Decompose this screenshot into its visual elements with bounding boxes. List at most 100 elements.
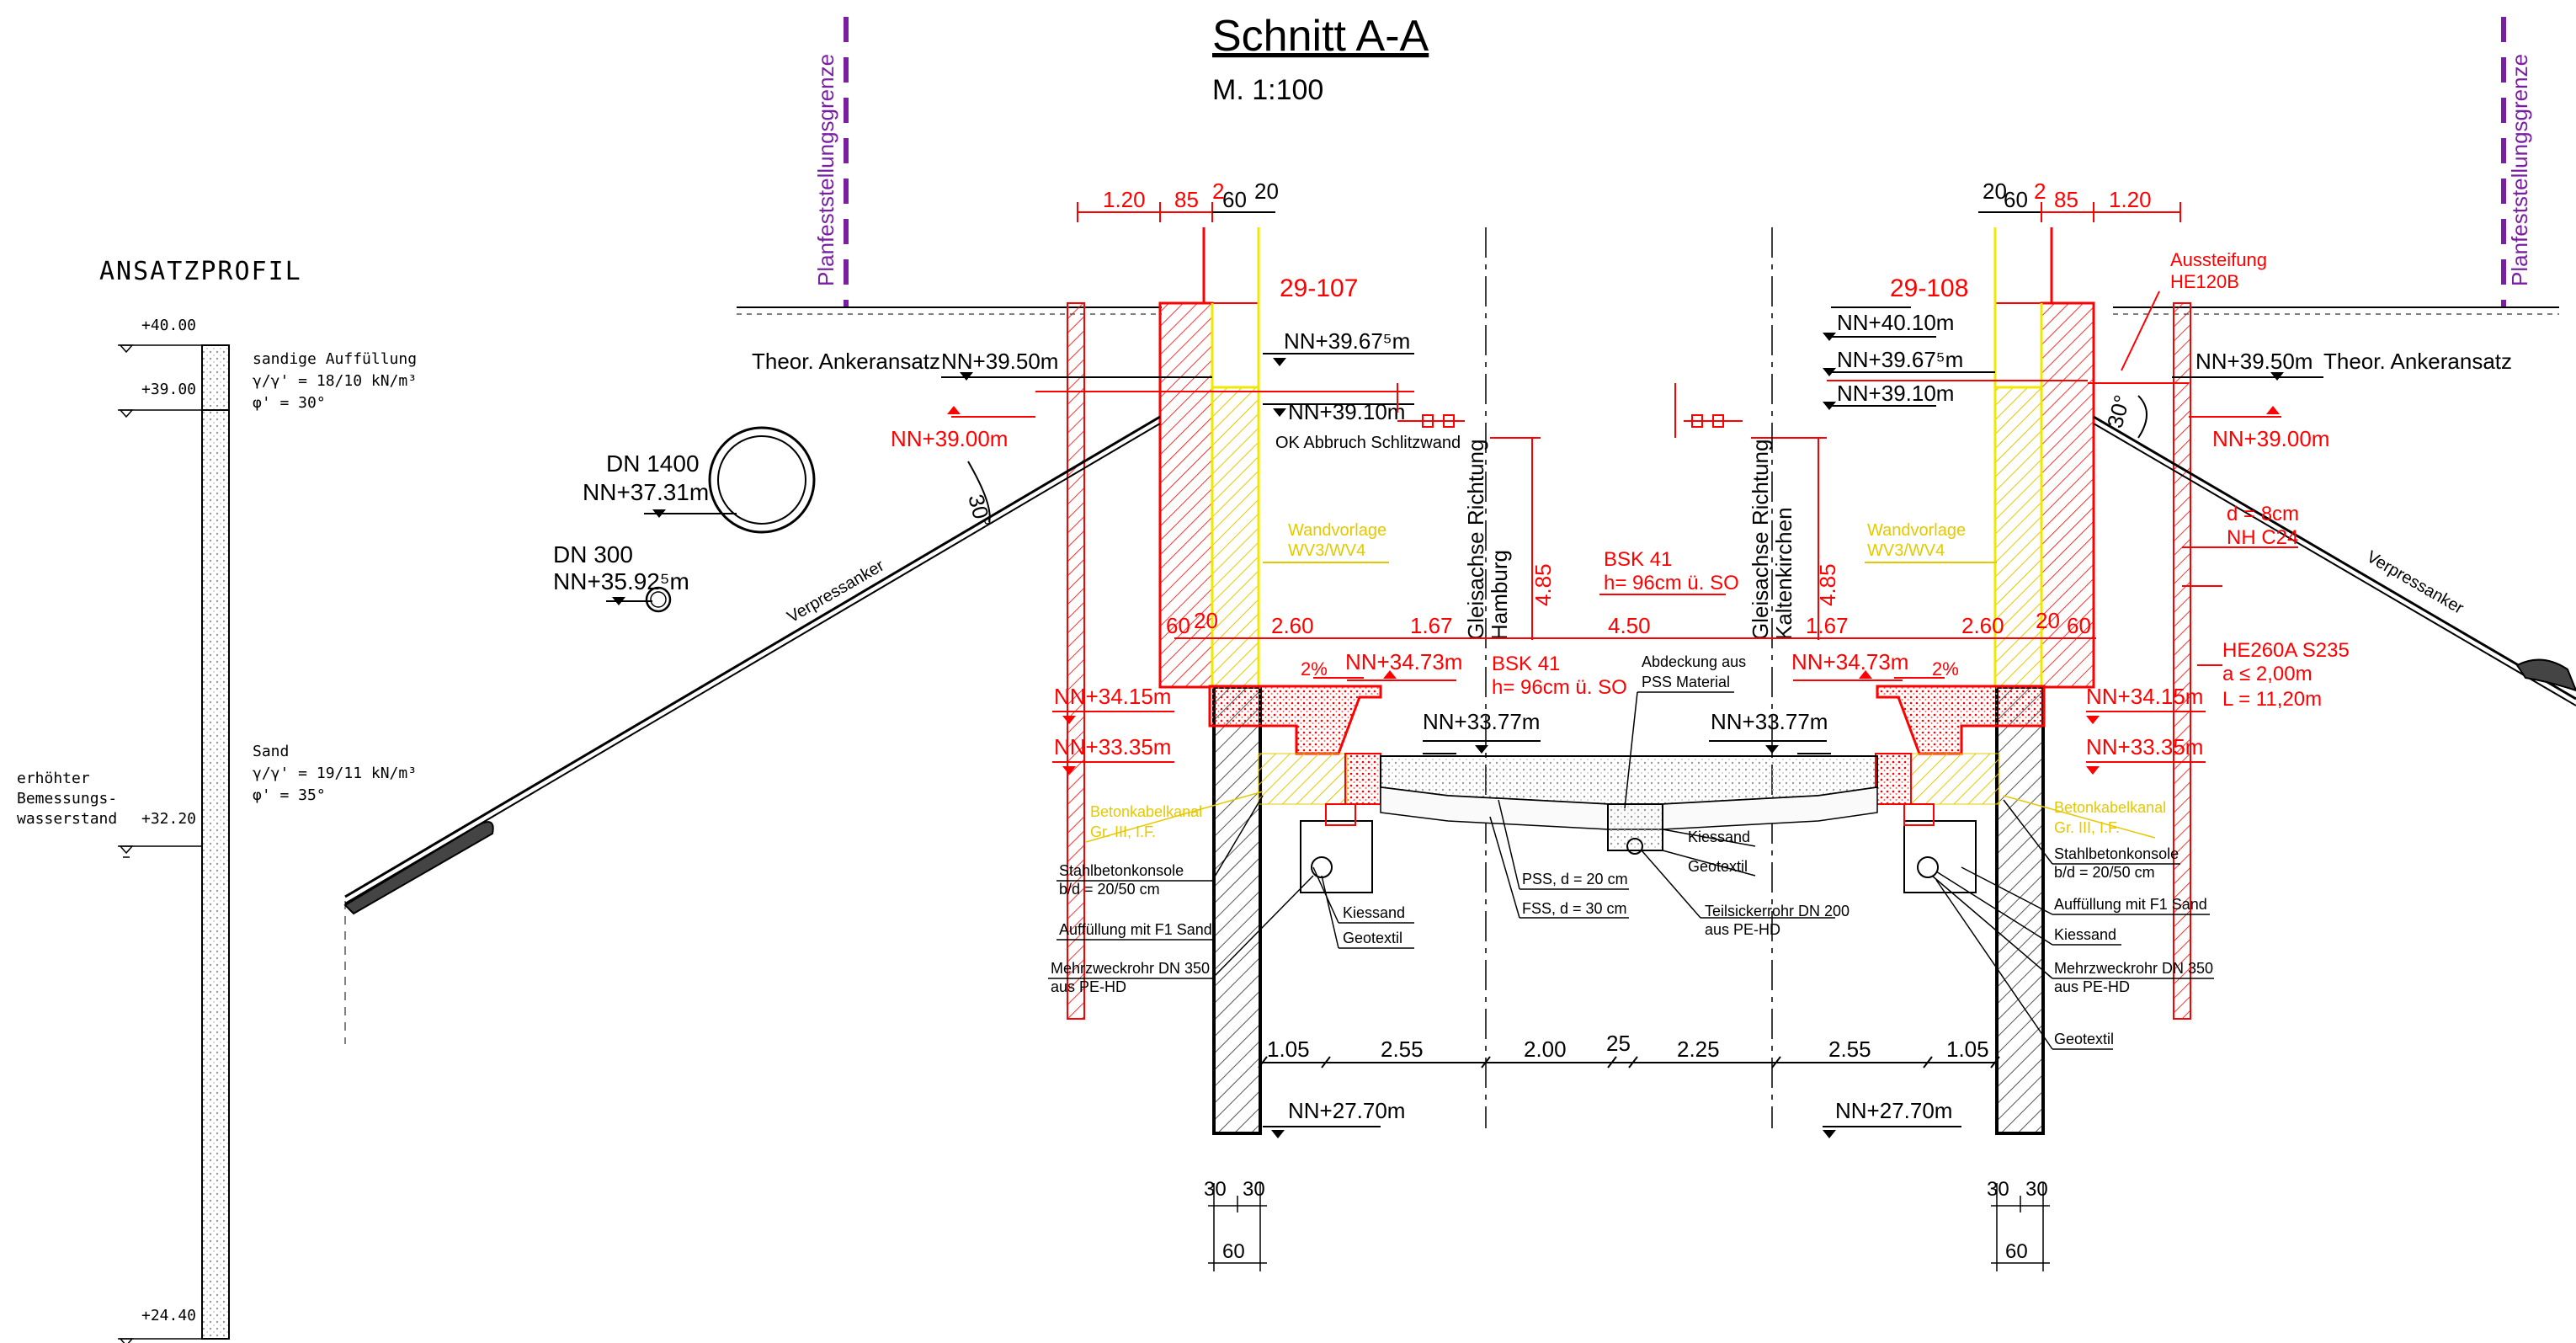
left-anchor-level: NN+39.50m bbox=[941, 349, 1058, 374]
dims-mid: 60 20 2.60 1.67 4.50 1.67 2.60 20 60 bbox=[1166, 608, 2096, 639]
right-anchor-label: Theor. Ankeransatz bbox=[2323, 349, 2512, 374]
center-bsk-1: BSK 41 bbox=[1604, 548, 1672, 571]
svg-text:NN+33.35m: NN+33.35m bbox=[1054, 734, 1171, 759]
svg-text:20: 20 bbox=[1983, 179, 2007, 204]
left-level-3335: NN+33.35m bbox=[1052, 734, 1174, 775]
drawing-title: Schnitt A-A bbox=[1212, 12, 1429, 61]
layer1-gamma: γ/γ' = 18/10 kN/m³ bbox=[253, 372, 417, 390]
right-wall bbox=[1993, 227, 2191, 1135]
svg-text:Mehrzweckrohr DN 350: Mehrzweckrohr DN 350 bbox=[2054, 960, 2213, 977]
track-bed bbox=[1380, 753, 1878, 855]
boundary-right: Planfeststellungsgrenze bbox=[2501, 17, 2532, 307]
dims-top-left: 1.20 85 2 bbox=[1077, 179, 1275, 222]
right-level-4010: NN+40.10m bbox=[1837, 310, 1954, 335]
dims-top-right: 2 85 1.20 bbox=[2034, 179, 2181, 222]
wall-dims-left: 30 30 60 bbox=[1204, 1178, 1267, 1271]
svg-text:PSS, d = 20 cm: PSS, d = 20 cm bbox=[1522, 871, 1628, 887]
left-level-3967: NN+39.67⁵m bbox=[1284, 328, 1410, 354]
right-aussteifung-2: HE120B bbox=[2170, 271, 2239, 292]
layer1-phi: φ' = 30° bbox=[253, 394, 326, 412]
svg-text:aus PE-HD: aus PE-HD bbox=[2054, 978, 2130, 995]
svg-text:Geotextil: Geotextil bbox=[2054, 1031, 2114, 1047]
right-he-2: a ≤ 2,00m bbox=[2222, 663, 2313, 685]
svg-text:85: 85 bbox=[1174, 187, 1199, 212]
svg-text:Gr. III, I.F.: Gr. III, I.F. bbox=[2054, 819, 2120, 836]
svg-text:+32.20: +32.20 bbox=[141, 810, 196, 828]
soil-level-water: +32.20 bbox=[118, 810, 202, 858]
right-wand-2: WV3/WV4 bbox=[1867, 541, 1945, 560]
svg-text:NN+33.35m: NN+33.35m bbox=[2086, 734, 2203, 759]
svg-text:Kiessand: Kiessand bbox=[2054, 926, 2116, 943]
svg-text:NN+34.73m: NN+34.73m bbox=[1345, 649, 1462, 674]
svg-text:2%: 2% bbox=[1301, 658, 1328, 679]
layer2-gamma: γ/γ' = 19/11 kN/m³ bbox=[253, 765, 417, 782]
svg-text:Geotextil: Geotextil bbox=[1343, 930, 1402, 946]
dims-top-right-black: 20 60 bbox=[1978, 179, 2041, 213]
svg-text:30: 30 bbox=[2025, 1178, 2048, 1201]
svg-text:2.00: 2.00 bbox=[1524, 1037, 1567, 1062]
svg-text:2.55: 2.55 bbox=[1828, 1037, 1871, 1062]
svg-text:NN+39.00m: NN+39.00m bbox=[2212, 426, 2329, 451]
svg-text:Geotextil: Geotextil bbox=[1688, 858, 1748, 875]
platform-right: 2% bbox=[1875, 658, 2046, 805]
pipe-dn300: DN 300 NN+35.92⁵m bbox=[553, 541, 689, 613]
svg-text:2: 2 bbox=[1212, 179, 1224, 204]
svg-text:Betonkabelkanal: Betonkabelkanal bbox=[1090, 803, 1202, 820]
left-ok-abbruch: OK Abbruch Schlitzwand bbox=[1275, 434, 1461, 452]
height-dim-left: 4.85 bbox=[1490, 437, 1556, 640]
soil-profile: ANSATZPROFIL +40.00 +39.00 +32.20 +24.40… bbox=[17, 257, 417, 1343]
svg-text:4.85: 4.85 bbox=[1530, 563, 1556, 606]
dims-bottom: 1.05 2.55 2.00 25 2.25 2.55 1.05 bbox=[1258, 1031, 2000, 1069]
left-wand-1: Wandvorlage bbox=[1288, 521, 1386, 540]
right-wand-1: Wandvorlage bbox=[1867, 521, 1966, 540]
svg-text:1.05: 1.05 bbox=[1946, 1037, 1989, 1062]
layer2-name: Sand bbox=[253, 743, 289, 760]
center-bsk-2: h= 96cm ü. SO bbox=[1604, 572, 1739, 594]
svg-text:2%: 2% bbox=[1932, 658, 1959, 679]
svg-text:1.20: 1.20 bbox=[2109, 187, 2152, 212]
svg-text:85: 85 bbox=[2054, 187, 2078, 212]
svg-text:NN+34.15m: NN+34.15m bbox=[1054, 684, 1171, 709]
svg-text:Auffüllung mit F1 Sand: Auffüllung mit F1 Sand bbox=[2054, 896, 2207, 913]
soil-profile-heading: ANSATZPROFIL bbox=[99, 257, 302, 286]
svg-text:60: 60 bbox=[1166, 613, 1190, 638]
svg-text:20: 20 bbox=[1194, 608, 1218, 633]
dims-top-left-black: 60 20 bbox=[1212, 179, 1279, 213]
right-he-1: HE260A S235 bbox=[2222, 639, 2350, 662]
layer1-name: sandige Auffüllung bbox=[253, 350, 417, 368]
svg-text:FSS, d = 30 cm: FSS, d = 30 cm bbox=[1522, 900, 1627, 917]
svg-text:NN+37.31m: NN+37.31m bbox=[583, 479, 709, 505]
water-label-1: erhöhter bbox=[17, 770, 90, 787]
svg-text:Gleisachse Richtung: Gleisachse Richtung bbox=[1748, 440, 1773, 640]
water-label-2: Bemessungs- bbox=[17, 790, 117, 807]
left-wall bbox=[1067, 227, 1262, 1135]
anchor-angle-right: 30° bbox=[2102, 392, 2135, 431]
svg-text:DN 1400: DN 1400 bbox=[606, 450, 700, 477]
svg-text:25: 25 bbox=[1606, 1031, 1631, 1056]
right-level-3377: NN+33.77m bbox=[1709, 709, 1828, 754]
right-level-3473: NN+34.73m bbox=[1791, 649, 1908, 681]
anchor-name-left: Verpressanker bbox=[785, 557, 888, 627]
svg-text:Kiessand: Kiessand bbox=[1343, 904, 1405, 921]
right-level-3910: NN+39.10m bbox=[1837, 381, 1954, 406]
svg-text:2.60: 2.60 bbox=[1271, 613, 1314, 638]
svg-text:1.05: 1.05 bbox=[1267, 1037, 1310, 1062]
svg-text:Kaltenkirchen: Kaltenkirchen bbox=[1771, 507, 1796, 640]
svg-text:2: 2 bbox=[2034, 179, 2046, 204]
svg-text:NN+33.77m: NN+33.77m bbox=[1711, 709, 1828, 734]
anchor-angle-left: 30° bbox=[963, 492, 996, 530]
right-level-3967: NN+39.67⁵m bbox=[1837, 347, 1963, 372]
wall-dims-right: 30 30 60 bbox=[1987, 1178, 2050, 1271]
right-side-labels: Betonkabelkanal Gr. III, I.F. Stahlbeton… bbox=[1931, 795, 2214, 1050]
svg-text:Auffüllung mit F1 Sand: Auffüllung mit F1 Sand bbox=[1059, 921, 1212, 938]
right-level-3900: NN+39.00m bbox=[2189, 406, 2329, 451]
svg-text:Betonkabelkanal: Betonkabelkanal bbox=[2054, 799, 2166, 816]
ground-line-left bbox=[737, 306, 1162, 315]
svg-text:Stahlbetonkonsole: Stahlbetonkonsole bbox=[1059, 862, 1184, 879]
pipe-dn1400: DN 1400 NN+37.31m bbox=[583, 426, 816, 534]
svg-text:4.50: 4.50 bbox=[1608, 613, 1651, 638]
svg-text:Hamburg: Hamburg bbox=[1487, 550, 1512, 640]
right-wall-id: 29-108 bbox=[1890, 274, 1968, 302]
right-he-3: L = 11,20m bbox=[2222, 688, 2322, 711]
